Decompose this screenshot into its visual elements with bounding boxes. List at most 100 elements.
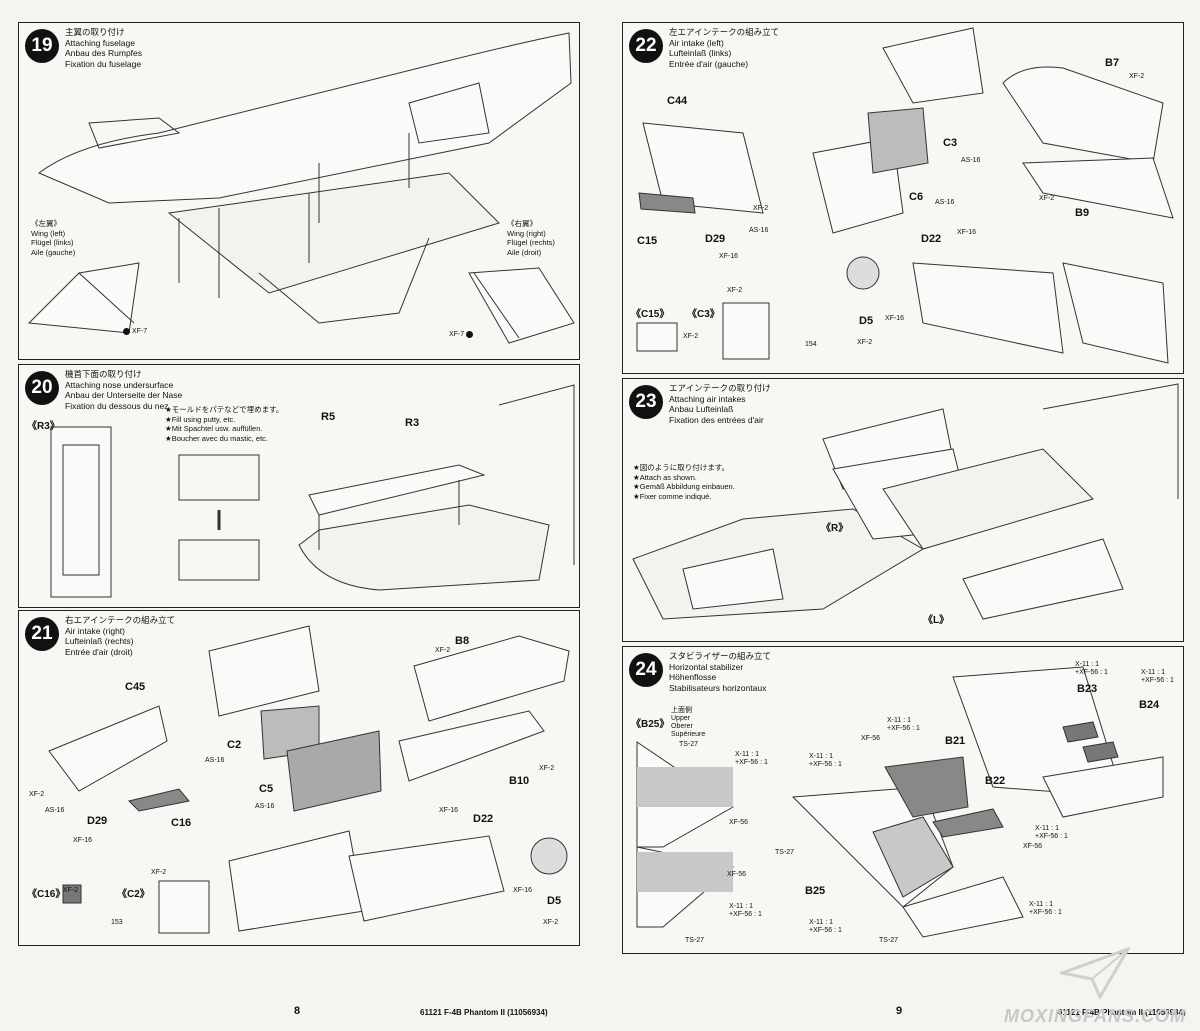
step-number: 19 [25, 29, 59, 63]
step-number: 21 [25, 617, 59, 651]
paint-dot-icon [123, 328, 130, 335]
view-label: 《R3》 [27, 421, 60, 432]
part-label: B24 [1139, 699, 1160, 711]
paint-callout: XF-16 [513, 887, 533, 894]
paint-callout: XF-16 [719, 253, 739, 260]
footer-code: 61121 F-4B Phantom II (11056934) [420, 1008, 548, 1017]
paint-callout: TS-27 [775, 849, 795, 856]
paint-callout: XF-56 [1023, 843, 1043, 850]
paint-callout: AS-16 [935, 199, 955, 206]
view-label: 《C2》 [117, 889, 150, 900]
part-label: C45 [125, 681, 146, 693]
part-label: B21 [945, 735, 966, 747]
paper-plane-logo-icon [1060, 947, 1130, 999]
paint-callout: XF-2 [539, 765, 555, 772]
part-label: C2 [227, 739, 242, 751]
step-number: 20 [25, 371, 59, 405]
paint-callout: XF-2 [151, 869, 167, 876]
mix-callout: X-11 : 1+XF-56 : 1 [1035, 825, 1068, 840]
part-label: R5 [321, 411, 336, 423]
part-label: B7 [1105, 57, 1120, 69]
paint-callout: XF-2 [435, 647, 451, 654]
part-label: B8 [455, 635, 470, 647]
paint-callout: XF-2 [753, 205, 769, 212]
part-label: C16 [171, 817, 192, 829]
part-label: B22 [985, 775, 1006, 787]
part-label: C6 [909, 191, 924, 203]
mix-callout: X-11 : 1+XF-56 : 1 [1075, 661, 1108, 676]
paint-callout: XF-7 [449, 331, 474, 338]
part-label: D5 [859, 315, 874, 327]
part-label: D5 [547, 895, 562, 907]
paint-callout: AS-16 [961, 157, 981, 164]
paint-callout: XF-16 [73, 837, 93, 844]
mix-callout: X-11 : 1+XF-56 : 1 [735, 751, 768, 766]
mix-callout: X-11 : 1+XF-56 : 1 [809, 919, 842, 934]
paint-dot-icon [466, 331, 474, 338]
paint-callout: XF-56 [727, 871, 747, 878]
mix-callout: X-11 : 1+XF-56 : 1 [729, 903, 762, 918]
paint-callout: XF-7 [123, 328, 147, 335]
part-label: D22 [473, 813, 494, 825]
step-23-intake-install-diagram [632, 383, 1179, 620]
paint-callout: XF-16 [957, 229, 977, 236]
paint-callout: XF-56 [861, 735, 881, 742]
paint-callout: XF-2 [683, 333, 699, 340]
wing-right-caption: 《右翼》Wing (right) Flügel (rechts)Aile (dr… [507, 219, 555, 257]
paint-callout: XF-2 [63, 887, 79, 894]
paint-callout: TS-27 [685, 937, 705, 944]
part-label: B9 [1075, 207, 1090, 219]
part-label: B10 [509, 775, 530, 787]
part-label: C3 [943, 137, 958, 149]
part-label: D29 [87, 815, 108, 827]
mix-callout: X-11 : 1+XF-56 : 1 [887, 717, 920, 732]
page-number: 9 [896, 1005, 903, 1017]
paint-callout: XF-2 [543, 919, 559, 926]
paint-callout: AS-16 [749, 227, 769, 234]
part-label: C44 [667, 95, 688, 107]
paint-callout: XF-2 [29, 791, 45, 798]
part-label: B25 [805, 885, 826, 897]
putty-note: ★モールドをパテなどで埋めます。★Fill using putty, etc. … [165, 405, 284, 443]
watermark: MOXINGFANS.COM [1003, 1006, 1186, 1026]
part-label: D29 [705, 233, 726, 245]
wing-left-caption: 《左翼》Wing (left) Flügel (links)Aile (gauc… [31, 219, 76, 257]
mix-callout: X-11 : 1+XF-56 : 1 [809, 753, 842, 768]
step-number: 24 [629, 653, 663, 687]
step-number: 23 [629, 385, 663, 419]
part-label: D22 [921, 233, 942, 245]
step-19-fuselage-diagram [27, 32, 575, 344]
part-label: C15 [637, 235, 658, 247]
paint-callout: XF-56 [729, 819, 749, 826]
part-label: C5 [259, 783, 274, 795]
paint-callout: TS-27 [879, 937, 899, 944]
footer-code: 61121 F-4B Phantom II (11056934) [1058, 1008, 1186, 1017]
paint-callout: XF-16 [439, 807, 459, 814]
paint-callout: AS-16 [205, 757, 225, 764]
decal-code: 153 [111, 919, 123, 926]
mix-callout: X-11 : 1+XF-56 : 1 [1029, 901, 1062, 916]
view-label: 《R》 [821, 523, 849, 534]
decal-code: 154 [805, 341, 817, 348]
view-label: 《C3》 [687, 309, 720, 320]
paint-callout: XF-2 [727, 287, 743, 294]
paint-callout: AS-16 [45, 807, 65, 814]
step-22-intake-diagram [636, 27, 1174, 364]
paint-callout: XF-16 [885, 315, 905, 322]
view-label: 《L》 [923, 615, 950, 626]
paint-callout: XF-2 [1039, 195, 1055, 202]
mix-callout: X-11 : 1+XF-56 : 1 [1141, 669, 1174, 684]
step-number: 22 [629, 29, 663, 63]
